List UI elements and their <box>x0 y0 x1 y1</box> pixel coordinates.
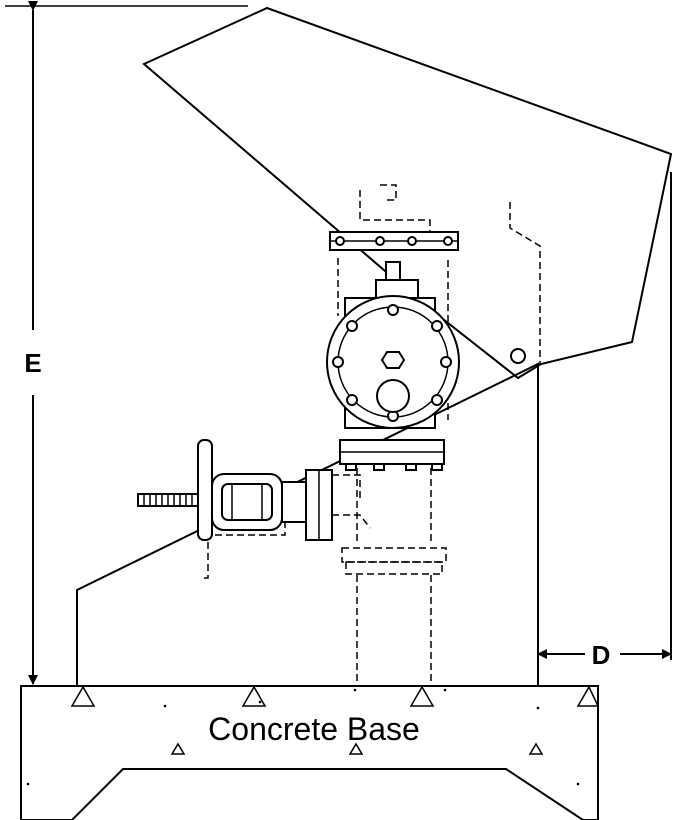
dimension-e: E <box>5 1 248 685</box>
bolt-hole <box>431 394 443 406</box>
bolt-hole <box>440 356 452 368</box>
bolt-hole <box>332 356 344 368</box>
handwheel-icon <box>197 439 213 541</box>
concrete-base-outline <box>20 685 599 820</box>
threaded-stem <box>137 493 199 507</box>
bolt-hole <box>346 394 358 406</box>
top-flange <box>329 231 459 299</box>
bolt-hole <box>431 320 443 332</box>
bolt-hole <box>346 320 358 332</box>
hopper-pivot-pin <box>510 348 526 364</box>
dimension-d-label: D <box>592 640 611 670</box>
concrete-base-label: Concrete Base <box>208 711 420 747</box>
lower-flange <box>339 439 445 471</box>
concrete-aggregate-marks <box>26 685 600 786</box>
handwheel-valve <box>137 439 333 541</box>
hidden-lines <box>200 184 541 686</box>
concrete-base: Concrete Base <box>20 685 600 820</box>
bolt-hole <box>387 304 399 316</box>
dimension-d: D <box>537 640 672 670</box>
valve-port <box>376 379 410 413</box>
valve-hex-nut <box>380 351 406 369</box>
dimension-e-label: E <box>24 348 41 378</box>
valve-body <box>326 295 460 429</box>
